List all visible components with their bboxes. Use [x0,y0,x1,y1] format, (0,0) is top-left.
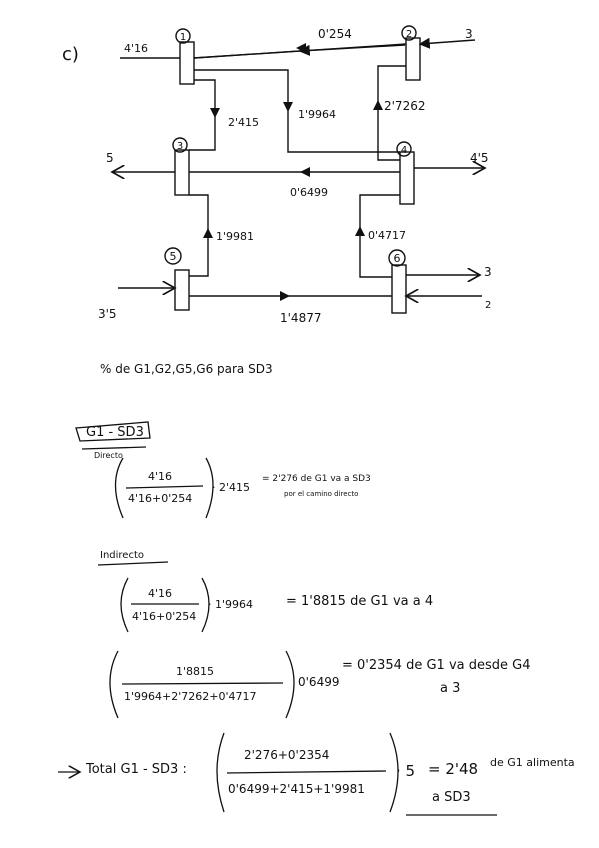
arrowhead-2-1 [296,43,306,53]
total-fraction-bar [226,770,387,774]
direct-paren-left [114,457,124,519]
ind2-result: = 0'2354 de G1 va desde G4 [342,658,531,673]
section-title: G1 - SD3 [86,425,144,440]
total-denominator: 0'6499+2'415+1'9981 [228,782,365,796]
total-paren-left [216,732,225,813]
indirect-underline [97,561,169,566]
arrowhead-1-3 [210,108,220,118]
flow-line-1-4 [194,69,400,153]
total-result: = 2'48 [428,760,479,778]
flow-label-4-3: 0'6499 [290,186,328,199]
title-box [75,421,151,442]
total-text-line2: a SD3 [432,790,471,805]
ind2-denominator: 1'9964+2'7262+0'4717 [124,690,257,703]
ind2-multiplier: 0'6499 [298,675,340,689]
arrowhead-5-6 [280,291,290,301]
node-2-box [405,37,421,81]
flow-label-in-5: 3'5 [98,307,117,321]
total-label: Total G1 - SD3 : [86,762,187,777]
node-6-circle [388,249,406,267]
ind1-multiplier: · 1'9964 [208,598,254,611]
node-1-label: 1 [180,32,186,43]
node-6-box [391,264,407,314]
flow-label-5-3: 1'9981 [216,230,254,243]
flow-label-in-6: 2 [485,300,491,311]
flow-line-2-4 [377,65,406,161]
title-underline [81,446,147,450]
direct-result: = 2'276 de G1 va a SD3 [262,474,371,484]
flow-label-1-3: 2'415 [228,116,259,129]
arrowhead-4-3 [300,167,310,177]
node-2-circle [401,25,417,41]
ind2-result-line2: a 3 [440,681,461,696]
arrowhead-6-4 [355,226,365,236]
arrowhead-2-4 [373,100,383,110]
total-numerator: 2'276+0'2354 [244,748,330,762]
ind1-denominator: 4'16+0'254 [132,610,197,623]
node-3-box [174,149,190,196]
flow-label-out-3: 5 [106,151,114,165]
direct-paren-right [205,457,214,519]
node-4-circle [396,141,412,157]
flow-label-2-1: 0'254 [318,27,352,41]
flow-label-in-2: 3 [465,27,473,41]
ind1-paren-left [120,577,129,633]
flow-line-1-3 [189,79,216,151]
ind1-paren-right [201,577,210,633]
heading: % de G1,G2,G5,G6 para SD3 [100,362,273,376]
node-5-label: 5 [170,250,177,263]
flow-line-in-2 [418,37,476,49]
total-paren-right [389,732,399,813]
ind1-numerator: 4'16 [148,587,173,600]
flow-label-1-4: 1'9964 [298,108,336,121]
flow-line-2-1-arrow [193,44,406,59]
direct-numerator: 4'16 [148,470,173,483]
part-label: c) [62,44,79,65]
node-3-circle [172,137,188,153]
arrowhead-5-3 [203,228,213,238]
ind1-result: = 1'8815 de G1 va a 4 [286,594,434,609]
flow-label-out-4: 4'5 [470,151,489,165]
node-5-box [174,269,190,311]
total-text: de G1 alimenta [490,756,575,769]
node-3-label: 3 [177,141,183,152]
node-5-circle [164,247,182,265]
arrowhead-1-4 [283,102,293,112]
direct-multiplier: · 2'415 [212,481,251,494]
ind2-paren-left [109,650,119,719]
flow-label-5-6: 1'4877 [280,311,321,325]
node-6-label: 6 [394,252,401,265]
flow-label-in-1: 4'16 [124,42,148,55]
direct-label: Directo [94,451,123,460]
indirect-label: Indirecto [100,550,144,561]
ind2-fraction-bar [121,682,284,685]
direct-fraction-bar [125,485,204,489]
flow-label-out-6: 3 [484,265,492,279]
ind2-paren-right [285,650,295,719]
flow-label-2-4: 2'7262 [384,99,425,113]
node-1-circle [175,28,191,44]
flow-label-6-4: 0'4717 [368,229,406,242]
node-4-label: 4 [401,145,407,156]
total-multiplier: · 5 [396,762,416,780]
node-4-box [399,151,415,205]
node-2-label: 2 [406,29,412,40]
direct-note: por el camino directo [284,490,359,498]
ind2-numerator: 1'8815 [176,665,215,678]
node-1-box [179,41,195,85]
direct-denominator: 4'16+0'254 [128,492,193,505]
